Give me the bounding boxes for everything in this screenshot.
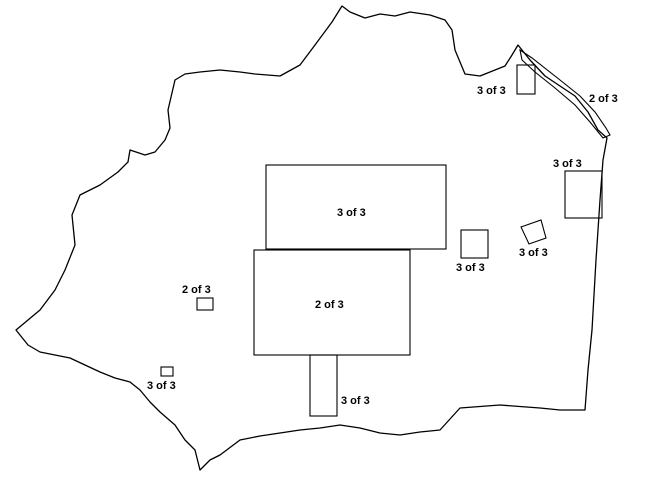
region-boundary bbox=[15, 5, 608, 471]
label-west-small: 2 of 3 bbox=[182, 284, 211, 296]
label-sw-tiny: 3 of 3 bbox=[147, 380, 176, 392]
label-narrow-bottom: 3 of 3 bbox=[341, 395, 370, 407]
parcel-large-upper bbox=[265, 164, 447, 250]
label-right-tall: 3 of 3 bbox=[553, 158, 582, 170]
label-large-lower: 2 of 3 bbox=[315, 299, 344, 311]
parcel-right-tall bbox=[564, 170, 603, 219]
parcel-sw-tiny bbox=[160, 366, 174, 377]
parcel-narrow-bottom bbox=[309, 354, 338, 417]
label-strip-ne: 2 of 3 bbox=[589, 93, 618, 105]
parcel-ne-small bbox=[516, 64, 536, 95]
label-mid-square: 3 of 3 bbox=[456, 262, 485, 274]
parcel-rotated-square bbox=[520, 219, 547, 245]
label-rotated-square: 3 of 3 bbox=[519, 247, 548, 259]
parcel-strip-ne bbox=[519, 48, 611, 139]
parcel-mid-square bbox=[460, 229, 489, 259]
parcel-west-small bbox=[196, 297, 214, 311]
label-ne-small: 3 of 3 bbox=[477, 85, 506, 97]
label-large-upper: 3 of 3 bbox=[337, 207, 366, 219]
